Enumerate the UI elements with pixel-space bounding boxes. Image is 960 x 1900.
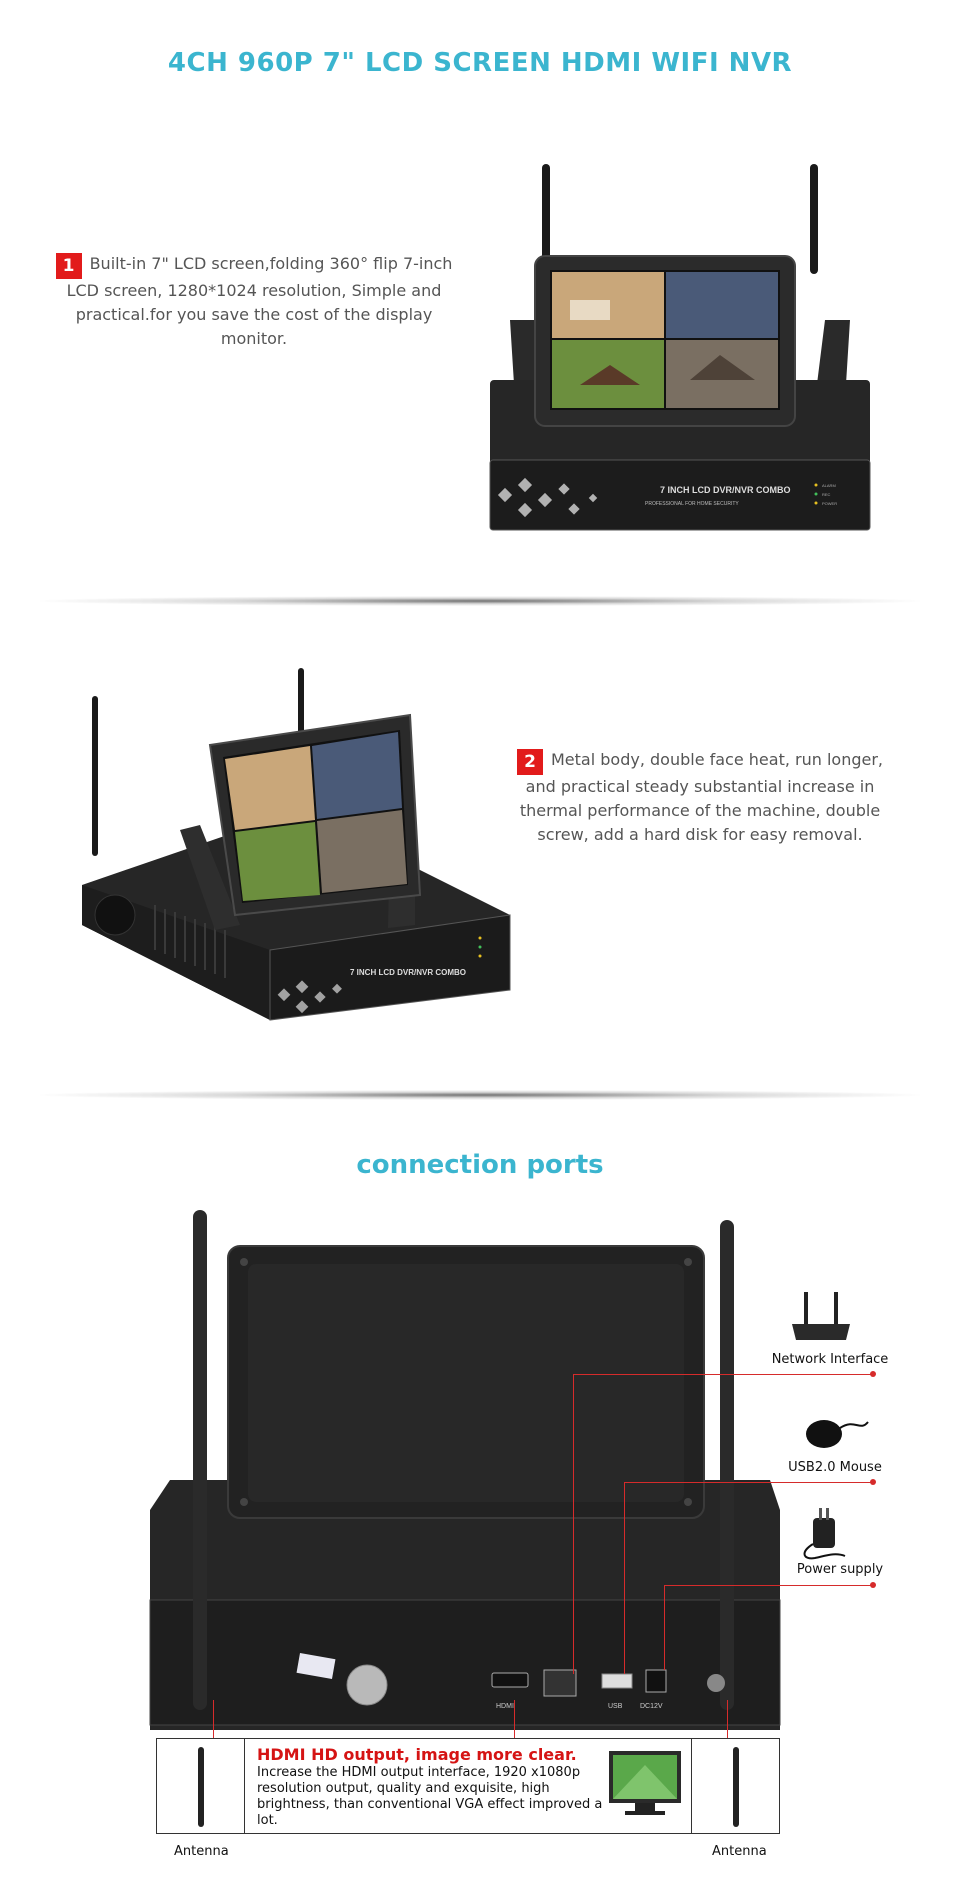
feature-2-badge: 2 xyxy=(517,749,543,775)
feature-1-text: Built-in 7" LCD screen,folding 360° flip… xyxy=(66,254,453,348)
connection-ports-title: connection ports xyxy=(356,1150,604,1180)
antenna-right-cell xyxy=(691,1739,779,1833)
peripheral-label-mouse: USB2.0 Mouse xyxy=(788,1460,882,1475)
svg-text:POWER: POWER xyxy=(822,501,837,506)
monitor-icon xyxy=(609,1751,681,1815)
front-brand-text: 7 INCH LCD DVR/NVR COMBO xyxy=(660,485,791,495)
port-hdmi-label: HDMI xyxy=(496,1703,514,1710)
antenna-label-left: Antenna xyxy=(174,1844,229,1859)
peripheral-label-power: Power supply xyxy=(796,1562,884,1577)
section-divider xyxy=(40,1090,920,1100)
hdmi-info-title: HDMI HD output, image more clear. xyxy=(257,1745,577,1764)
nvr-back-image: HDMI USB DC12V xyxy=(149,1210,781,1730)
hdmi-info-text: Increase the HDMI output interface, 1920… xyxy=(257,1765,603,1828)
svg-text:REC: REC xyxy=(822,492,831,497)
port-dc-label: DC12V xyxy=(640,1703,663,1710)
router-icon xyxy=(792,1292,850,1340)
page-title: 4CH 960P 7" LCD SCREEN HDMI WIFI NVR xyxy=(167,48,793,78)
section-divider xyxy=(40,596,920,606)
nvr-front-image: 7 INCH LCD DVR/NVR COMBO PROFESSIONAL FO… xyxy=(489,164,871,531)
port-usb-label: USB xyxy=(608,1703,623,1710)
feature-2-text: Metal body, double face heat, run longer… xyxy=(519,750,883,844)
hdmi-info-box: HDMI HD output, image more clear. Increa… xyxy=(156,1738,780,1834)
front-sub-text: PROFESSIONAL FOR HOME SECURITY xyxy=(645,501,739,507)
svg-text:7 INCH LCD DVR/NVR COMBO: 7 INCH LCD DVR/NVR COMBO xyxy=(350,968,466,977)
antenna-label-right: Antenna xyxy=(712,1844,767,1859)
peripheral-label-network: Network Interface xyxy=(771,1352,889,1367)
power-adapter-icon xyxy=(803,1508,846,1560)
nvr-angled-image: 7 INCH LCD DVR/NVR COMBO xyxy=(82,668,511,1021)
feature-1-badge: 1 xyxy=(55,253,82,279)
svg-text:ALARM: ALARM xyxy=(822,483,836,488)
mouse-icon xyxy=(806,1420,869,1448)
antenna-left-cell xyxy=(157,1739,245,1833)
